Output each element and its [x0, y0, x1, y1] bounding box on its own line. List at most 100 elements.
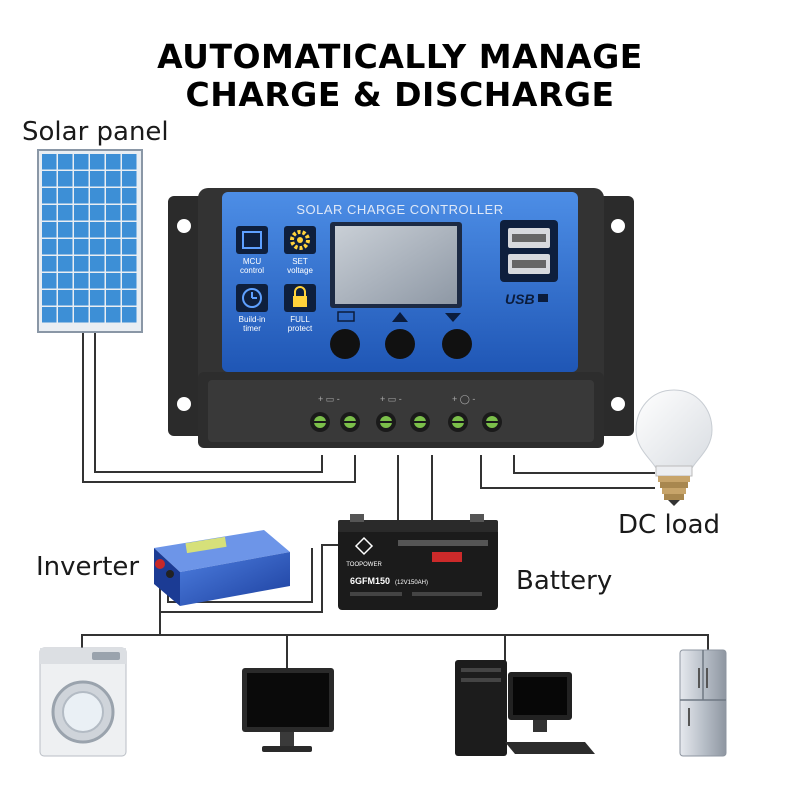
mount-hole	[611, 397, 625, 411]
solar-cell	[122, 290, 137, 306]
solar-cell	[90, 188, 105, 204]
solar-cell	[122, 239, 137, 255]
usb-symbol-icon	[538, 294, 548, 302]
solar-cell	[74, 205, 89, 221]
terminal-block	[208, 380, 594, 442]
battery: TOOPOWER 6GFM150 (12V150AH)	[338, 514, 498, 610]
menu-button	[330, 329, 360, 359]
mount-hole	[177, 397, 191, 411]
solar-cell	[42, 171, 57, 187]
solar-cell	[90, 222, 105, 238]
solar-cell	[42, 188, 57, 204]
solar-cell	[74, 307, 89, 323]
inverter-terminal-neg	[166, 570, 174, 578]
svg-text:control: control	[240, 266, 264, 275]
solar-cell	[122, 307, 137, 323]
solar-panel	[37, 149, 143, 333]
svg-text:SET: SET	[292, 257, 308, 266]
solar-cell	[90, 290, 105, 306]
solar-cell	[90, 307, 105, 323]
led-bulb	[635, 389, 713, 506]
mount-hole	[611, 219, 625, 233]
solar-cell	[90, 273, 105, 289]
solar-cell	[42, 154, 57, 170]
svg-text:+ ▭ -: + ▭ -	[318, 394, 340, 404]
solar-cell	[42, 256, 57, 272]
svg-text:protect: protect	[288, 324, 313, 333]
solar-cell	[58, 256, 73, 272]
solar-cell	[58, 239, 73, 255]
battery-label: Battery	[516, 566, 613, 596]
solar-cell	[106, 307, 121, 323]
gear-icon	[290, 230, 310, 250]
solar-cell	[74, 188, 89, 204]
feature-full-protect: FULL protect	[284, 284, 316, 333]
solar-cell	[122, 188, 137, 204]
solar-cell	[42, 222, 57, 238]
feature-set-voltage: SET voltage	[284, 226, 316, 275]
brand-logo-icon	[354, 536, 374, 556]
solar-cell	[58, 171, 73, 187]
solar-cell	[106, 171, 121, 187]
svg-text:MCU: MCU	[243, 257, 261, 266]
battery-model-suffix: (12V150AH)	[395, 580, 428, 586]
svg-text:+ ▭ -: + ▭ -	[380, 394, 402, 404]
solar-charge-controller: SOLAR CHARGE CONTROLLER MCU control SET …	[168, 188, 634, 448]
svg-text:FULL: FULL	[290, 315, 310, 324]
solar-cell	[90, 205, 105, 221]
solar-cell	[122, 273, 137, 289]
wire-solar-pos	[82, 332, 356, 483]
solar-cell	[106, 205, 121, 221]
mcu-chip-icon	[236, 226, 268, 254]
wire-load-neg	[513, 455, 655, 474]
solar-cell	[122, 154, 137, 170]
solar-cell	[58, 273, 73, 289]
solar-cell	[106, 188, 121, 204]
battery-model: 6GFM150	[350, 576, 390, 586]
solar-cell	[106, 222, 121, 238]
solar-cell	[42, 307, 57, 323]
solar-cell	[74, 222, 89, 238]
solar-cell	[74, 273, 89, 289]
solar-cell	[74, 154, 89, 170]
solar-cell	[122, 222, 137, 238]
solar-cell	[90, 239, 105, 255]
inverter-terminal-pos	[155, 559, 165, 569]
controller-title: SOLAR CHARGE CONTROLLER	[296, 202, 503, 217]
solar-panel-label: Solar panel	[22, 117, 169, 147]
svg-text:+ ◯ -: + ◯ -	[452, 394, 475, 405]
terminal-screw	[310, 412, 330, 432]
down-arrow-icon	[445, 313, 461, 322]
usb-label: USB	[505, 291, 535, 307]
solar-cell	[106, 154, 121, 170]
solar-cell	[74, 256, 89, 272]
solar-cell	[58, 290, 73, 306]
refrigerator-icon	[679, 649, 727, 757]
solar-cell	[74, 171, 89, 187]
terminal-screw	[376, 412, 396, 432]
down-button	[442, 329, 472, 359]
solar-cell	[90, 154, 105, 170]
solar-cell	[106, 273, 121, 289]
solar-cell	[58, 154, 73, 170]
washing-machine-icon	[39, 647, 127, 757]
desktop-computer-icon	[455, 660, 595, 756]
solar-cell	[122, 171, 137, 187]
solar-cell	[106, 256, 121, 272]
solar-cell	[58, 222, 73, 238]
terminal-screw	[340, 412, 360, 432]
solar-cell	[106, 239, 121, 255]
solar-cell	[122, 256, 137, 272]
solar-cell	[122, 205, 137, 221]
solar-cell	[58, 307, 73, 323]
svg-text:Build-in: Build-in	[239, 315, 266, 324]
lock-icon	[293, 296, 307, 307]
terminal-screw	[410, 412, 430, 432]
headline-line-1: AUTOMATICALLY MANAGE	[157, 37, 643, 76]
dc-load-label: DC load	[618, 510, 721, 540]
inverter	[154, 530, 290, 606]
solar-cell	[42, 290, 57, 306]
up-button	[385, 329, 415, 359]
wiring	[81, 332, 709, 668]
